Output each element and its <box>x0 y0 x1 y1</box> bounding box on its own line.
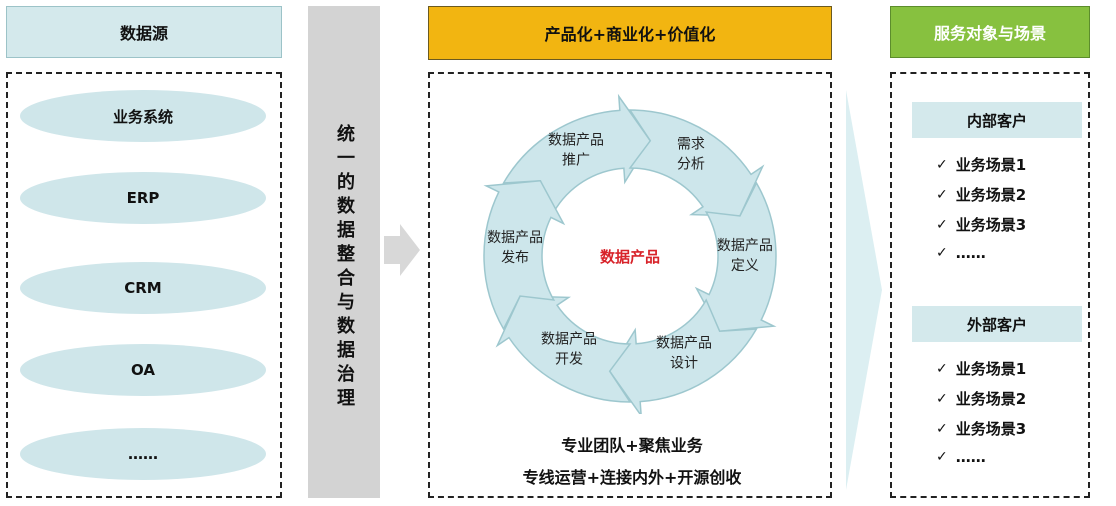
check-icon: ✓ <box>936 216 948 233</box>
arrow-right-icon <box>384 224 420 276</box>
service-panel: 内部客户 ✓业务场景1 ✓业务场景2 ✓业务场景3 ✓…… 外部客户 ✓业务场景… <box>890 72 1090 498</box>
cycle-stage-label: 数据产品 <box>717 238 773 254</box>
cycle-arrow <box>694 181 777 332</box>
check-icon: ✓ <box>936 449 948 465</box>
data-integration-bar: 统一的数据整合与数据治理 <box>308 6 380 498</box>
check-icon: ✓ <box>936 186 948 203</box>
footer-line-1: 专业团队+聚焦业务 <box>561 436 703 455</box>
footer-line-2: 专线运营+连接内外+开源创收 <box>522 468 742 487</box>
cycle-arrow <box>483 180 566 331</box>
source-item: 业务系统 <box>20 90 266 142</box>
cycle-stage-label: 发布 <box>501 250 529 266</box>
data-source-panel: 业务系统 ERP CRM OA …… <box>6 72 282 498</box>
check-icon: ✓ <box>936 156 948 173</box>
scene-item: ✓业务场景1 <box>936 156 1027 174</box>
cycle-arrow <box>628 109 765 217</box>
scene-item: ✓业务场景1 <box>936 360 1027 378</box>
scene-item: ✓业务场景2 <box>936 186 1027 204</box>
cycle-arrow <box>608 298 758 414</box>
integration-label: 统一的数据整合与数据治理 <box>334 124 355 412</box>
header-data-source: 数据源 <box>6 6 282 58</box>
header-service-targets: 服务对象与场景 <box>890 6 1090 58</box>
check-icon: ✓ <box>936 420 948 437</box>
cycle-arrow <box>502 93 652 214</box>
scene-item: ✓…… <box>936 448 986 466</box>
internal-customer-header: 内部客户 <box>912 102 1082 138</box>
cycle-stage-label: 需求 <box>677 136 705 152</box>
scene-item: ✓业务场景2 <box>936 390 1027 408</box>
check-icon: ✓ <box>936 360 948 377</box>
cycle-stage-label: 数据产品 <box>487 230 543 246</box>
chevron-right-icon <box>846 90 882 490</box>
cycle-stage-label: 推广 <box>562 152 590 168</box>
source-item: CRM <box>20 262 266 314</box>
cycle-stage-label: 数据产品 <box>541 332 597 348</box>
cycle-stage-label: 分析 <box>677 156 705 172</box>
source-item: OA <box>20 344 266 396</box>
cycle-stage-label: 数据产品 <box>656 336 712 352</box>
product-cycle-panel: 数据产品 数据产品推广需求分析数据产品定义数据产品设计数据产品开发数据产品发布 … <box>428 72 832 498</box>
cycle-center-label: 数据产品 <box>600 248 660 266</box>
check-icon: ✓ <box>936 390 948 407</box>
source-item: …… <box>20 428 266 480</box>
external-customer-header: 外部客户 <box>912 306 1082 342</box>
scene-item: ✓业务场景3 <box>936 216 1027 234</box>
cycle-arrow <box>495 295 632 403</box>
header-productization: 产品化+商业化+价值化 <box>428 6 832 60</box>
scene-item: ✓业务场景3 <box>936 420 1027 438</box>
check-icon: ✓ <box>936 245 948 261</box>
cycle-stage-label: 定义 <box>731 258 759 274</box>
cycle-stage-label: 设计 <box>670 356 698 372</box>
scene-item: ✓…… <box>936 244 986 262</box>
cycle-stage-label: 开发 <box>555 352 583 368</box>
cycle-stage-label: 数据产品 <box>548 132 604 148</box>
source-item: ERP <box>20 172 266 224</box>
